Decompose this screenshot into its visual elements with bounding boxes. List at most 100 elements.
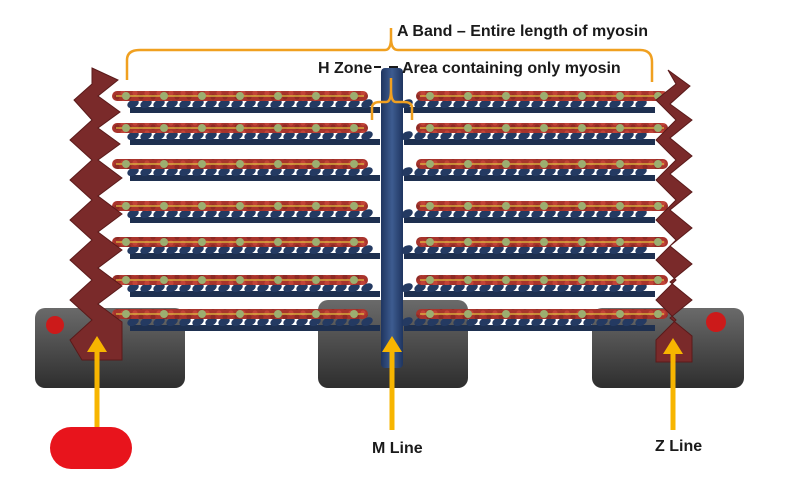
myosin-head: [505, 209, 517, 219]
myosin-head: [596, 209, 608, 219]
myosin-head: [401, 317, 413, 327]
myosin-head: [570, 99, 582, 109]
myosin-head: [244, 317, 256, 327]
myosin-head: [401, 167, 413, 177]
troponin-bead: [616, 276, 624, 284]
troponin-bead: [540, 92, 548, 100]
troponin-bead: [312, 160, 320, 168]
myosin-head: [322, 167, 334, 177]
myosin-head: [231, 245, 243, 255]
troponin-bead: [464, 160, 472, 168]
myosin-head: [544, 317, 556, 327]
myosin-head: [414, 99, 426, 109]
troponin-bead: [198, 124, 206, 132]
troponin-bead: [236, 202, 244, 210]
myosin-head: [283, 245, 295, 255]
myosin-head: [283, 209, 295, 219]
troponin-bead: [274, 202, 282, 210]
myosin-head: [531, 245, 543, 255]
myosin-head: [296, 317, 308, 327]
troponin-bead: [312, 310, 320, 318]
myosin-head: [244, 283, 256, 293]
troponin-bead: [578, 276, 586, 284]
myosin-head: [335, 99, 347, 109]
myosin-head: [296, 131, 308, 141]
troponin-bead: [312, 276, 320, 284]
troponin-bead: [236, 124, 244, 132]
myosin-head: [531, 99, 543, 109]
myosin-rod: [130, 107, 380, 113]
troponin-bead: [464, 238, 472, 246]
troponin-bead: [160, 310, 168, 318]
myosin-head: [531, 283, 543, 293]
myosin-head: [127, 245, 139, 255]
myosin-head: [609, 209, 621, 219]
myosin-head: [192, 283, 204, 293]
myosin-head: [544, 99, 556, 109]
myosin-head: [179, 167, 191, 177]
myosin-head: [166, 131, 178, 141]
myosin-head: [466, 99, 478, 109]
myosin-head: [531, 131, 543, 141]
myosin-head: [231, 131, 243, 141]
myosin-head: [609, 131, 621, 141]
troponin-bead: [578, 92, 586, 100]
myosin-head: [609, 245, 621, 255]
myosin-head: [270, 167, 282, 177]
myosin-head: [205, 131, 217, 141]
myosin-head: [414, 167, 426, 177]
myosin-head: [622, 99, 634, 109]
myosin-head: [335, 245, 347, 255]
myosin-head: [466, 245, 478, 255]
myosin-head: [296, 167, 308, 177]
myosin-head: [570, 209, 582, 219]
myosin-head: [270, 209, 282, 219]
troponin-bead: [540, 124, 548, 132]
myosin-rod: [404, 291, 655, 297]
myosin-head: [570, 317, 582, 327]
myosin-head: [322, 283, 334, 293]
myosin-rod: [130, 291, 380, 297]
troponin-bead: [350, 310, 358, 318]
myosin-head: [427, 99, 439, 109]
myosin-head: [348, 209, 360, 219]
troponin-bead: [654, 276, 662, 284]
myosin-head: [570, 131, 582, 141]
myosin-head: [166, 283, 178, 293]
myosin-head: [518, 209, 530, 219]
myosin-head: [466, 209, 478, 219]
myosin-head: [622, 245, 634, 255]
troponin-bead: [274, 310, 282, 318]
myosin-head: [140, 131, 152, 141]
myosin-head: [218, 245, 230, 255]
myosin-head: [257, 99, 269, 109]
myosin-rod: [130, 253, 380, 259]
troponin-bead: [236, 238, 244, 246]
myosin-head: [231, 283, 243, 293]
myosin-head: [622, 283, 634, 293]
troponin-bead: [274, 160, 282, 168]
myosin-head: [309, 245, 321, 255]
myosin-head: [635, 209, 647, 219]
myosin-head: [635, 99, 647, 109]
myosin-head: [361, 209, 373, 219]
myosin-head: [596, 99, 608, 109]
myosin-head: [231, 209, 243, 219]
myosin-head: [466, 131, 478, 141]
myosin-head: [218, 99, 230, 109]
myosin-head: [309, 209, 321, 219]
troponin-bead: [426, 92, 434, 100]
troponin-bead: [122, 160, 130, 168]
myosin-head: [401, 283, 413, 293]
myosin-head: [440, 283, 452, 293]
troponin-bead: [502, 310, 510, 318]
myosin-head: [205, 245, 217, 255]
myosin-head: [361, 167, 373, 177]
red-knob-right: [706, 312, 726, 332]
myosin-head: [257, 283, 269, 293]
myosin-head: [270, 131, 282, 141]
myosin-head: [218, 283, 230, 293]
troponin-bead: [122, 92, 130, 100]
myosin-head: [153, 131, 165, 141]
myosin-head: [348, 245, 360, 255]
